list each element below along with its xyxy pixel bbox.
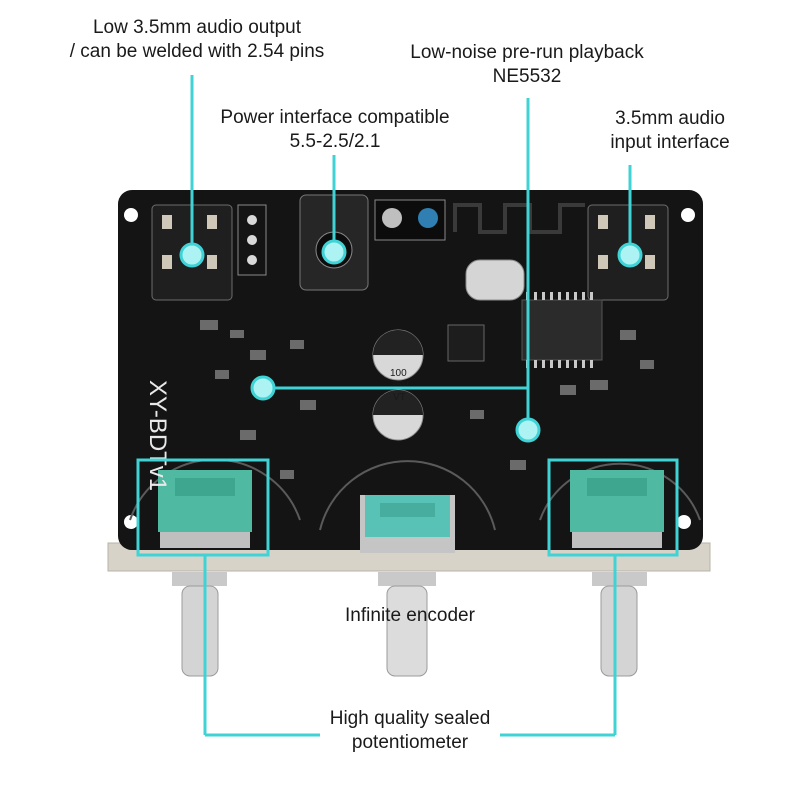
ne5532-chip [447,324,485,362]
mount-hole-icon [677,515,691,529]
marker-icon [250,375,276,401]
encoder-callout: Infinite encoder [320,604,500,628]
audio-output-line1: Low 3.5mm audio output [92,17,302,38]
silkscreen-text: XY-BDTv1 [144,380,171,491]
right-potentiometer [570,470,664,548]
pin-header [237,204,267,276]
preamp-line2: NE5532 [492,66,562,87]
capacitor-brand-text: VT [393,392,406,403]
power-interface-line1: Power interface compatible [220,107,450,128]
marker-icon [617,242,643,268]
left-shaft [172,572,227,677]
capacitor [372,389,424,441]
marker-icon [179,242,205,268]
audio-output-line2: / can be welded with 2.54 pins [69,41,325,62]
audio-input-callout: 3.5mm audio input interface [590,107,750,155]
bluetooth-antenna [453,203,585,234]
preamp-line1: Low-noise pre-run playback [410,42,644,63]
preamp-callout: Low-noise pre-run playback NE5532 [392,41,662,89]
audio-input-line1: 3.5mm audio [615,108,725,129]
potentiometer-line2: potentiometer [351,732,469,753]
potentiometer-line1: High quality sealed [329,708,491,729]
left-potentiometer [158,470,252,548]
main-chip [521,299,603,361]
mount-hole-icon [124,208,138,222]
encoder-line1: Infinite encoder [345,605,475,626]
capacitor-voltage-text: 35V [391,380,409,391]
mount-hole-icon [124,515,138,529]
power-interface-callout: Power interface compatible 5.5-2.5/2.1 [200,106,470,154]
capacitor [372,329,424,381]
encoder-shaft [378,572,436,677]
potentiometer-callout: High quality sealed potentiometer [300,707,520,755]
encoder [360,495,455,553]
capacitor-value-text: 100 [390,368,407,379]
right-shaft [592,572,647,677]
marker-icon [321,239,347,265]
audio-output-callout: Low 3.5mm audio output / can be welded w… [48,16,346,64]
marker-icon [515,417,541,443]
power-interface-line2: 5.5-2.5/2.1 [289,131,381,152]
mount-hole-icon [681,208,695,222]
audio-input-line2: input interface [610,132,730,153]
